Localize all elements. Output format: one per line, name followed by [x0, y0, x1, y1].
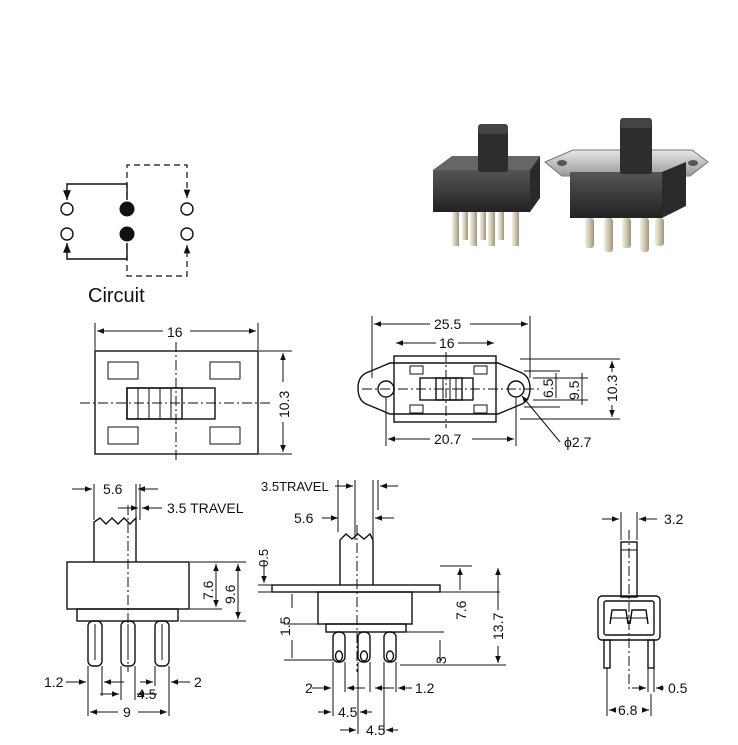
- dim-pin-l: 3: [433, 656, 449, 664]
- dim-total-h-2: 13.7: [490, 613, 506, 640]
- terminal-contact: [60, 227, 74, 241]
- product-photo-flange: [544, 118, 709, 252]
- dim-inner: 16: [439, 335, 455, 351]
- circuit-diagram: Circuit: [60, 164, 194, 307]
- dim-pitch-b: 4.5: [366, 722, 386, 738]
- dim-total-h: 9.6: [222, 584, 238, 604]
- dim-h-small: 6.5: [540, 378, 556, 398]
- dim-pitch: 4.5: [137, 686, 157, 702]
- dim-h-big: 10.3: [604, 375, 620, 402]
- dim-h-mid: 9.5: [566, 380, 582, 400]
- dim-travel-2: 3.5TRAVEL: [261, 479, 329, 494]
- terminal-contact: [60, 202, 74, 216]
- dim-gap: 2: [194, 674, 202, 690]
- dim-pin-w: 1.2: [44, 674, 64, 690]
- terminal-contact: [180, 227, 194, 241]
- dim-hole-dia: ϕ2.7: [564, 434, 592, 450]
- top-view: 16 10.3: [80, 323, 292, 462]
- dim-width: 16: [167, 324, 183, 340]
- dim-clear: 1.5: [277, 616, 293, 636]
- dim-body-h-2: 7.6: [453, 600, 469, 620]
- dim-body-h: 7.6: [200, 580, 216, 600]
- dim-knob-3: 3.2: [664, 511, 684, 527]
- dim-gap-2: 2: [305, 680, 313, 696]
- dim-knob-2: 5.6: [294, 510, 314, 526]
- dim-travel: 3.5 TRAVEL: [167, 500, 244, 516]
- terminal-contact: [180, 202, 194, 216]
- dim-width-3: 6.8: [618, 702, 638, 718]
- dim-span: 9: [123, 704, 131, 720]
- product-photo-basic: [433, 124, 540, 246]
- common-contact: [119, 201, 135, 217]
- dim-pitch-a: 4.5: [338, 704, 358, 720]
- dim-pin-w-2: 1.2: [415, 680, 435, 696]
- circuit-label: Circuit: [88, 285, 145, 307]
- end-view: 3.2 0.5 6.8: [597, 511, 688, 718]
- dim-height: 10.3: [276, 391, 292, 418]
- common-contact: [119, 226, 135, 242]
- dim-flange-t: 0.5: [256, 549, 271, 567]
- dim-overall: 25.5: [434, 316, 461, 332]
- flange-top-view: 25.5 16 20.7 6.5 9.5 10.3 ϕ2.7: [357, 316, 620, 450]
- dim-pin-t: 0.5: [668, 680, 688, 696]
- front-view: 5.6 3.5 TRAVEL 7.6 9.6 1.2 2 4.5 9: [44, 481, 246, 720]
- dim-hole-span: 20.7: [434, 431, 461, 447]
- flange-side-view: 3.5TRAVEL 5.6 0.5 1.5 7.6 13.7 3: [256, 479, 506, 738]
- dim-knob: 5.6: [103, 481, 123, 497]
